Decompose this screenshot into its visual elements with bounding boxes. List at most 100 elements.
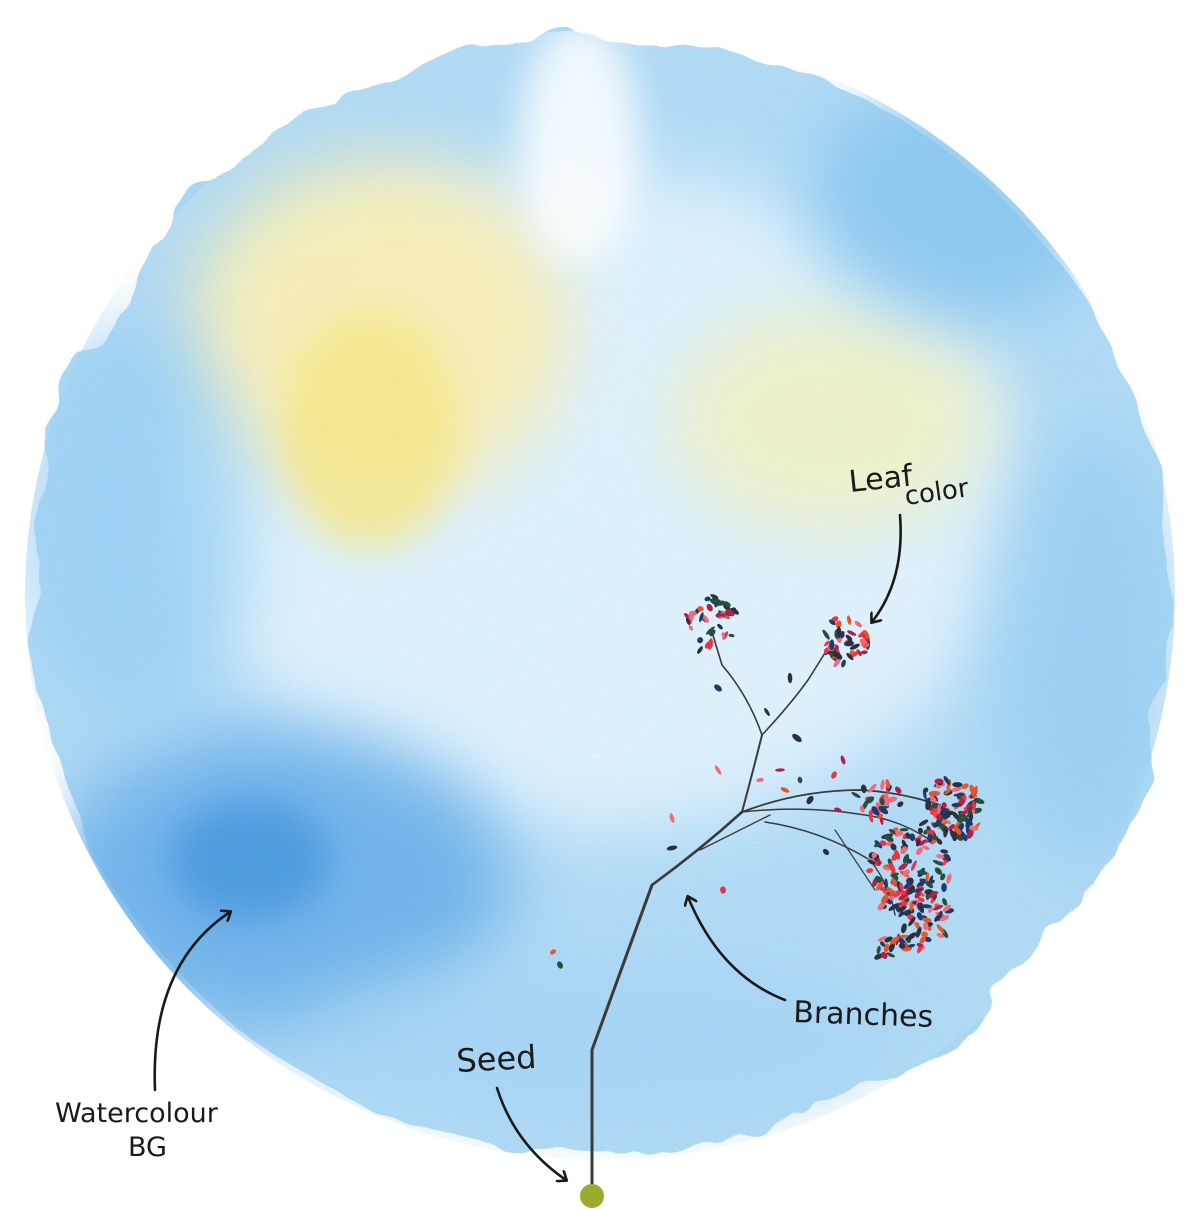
leaf [823,647,829,654]
watercolour-label-line2: BG [128,1132,167,1163]
leaf [704,596,711,602]
leaf [716,600,726,606]
leaf [764,708,770,716]
leaf [960,810,969,815]
seed-dot-icon [580,1184,604,1208]
leaf [919,936,927,944]
leaf [917,870,928,876]
leaf [902,854,910,864]
leaf [720,886,726,894]
leaf [715,613,726,617]
leaf [897,801,904,808]
leaf [915,847,923,856]
leaf [666,845,678,851]
leaf [901,910,909,916]
leaf [905,832,911,839]
leaf [829,639,835,651]
leaf [915,926,922,938]
branches-arrow-icon [688,897,787,1002]
leaf [861,631,867,640]
leaf [860,784,867,794]
leaf [917,897,925,902]
leaf [971,801,976,811]
leaf [922,917,932,923]
leaf [880,779,885,791]
leaf [928,906,933,913]
leaf [928,790,941,797]
leaf [717,623,723,630]
leaf [916,942,924,948]
leaf [941,802,947,809]
annotation-labels: Leaf color Branches Seed Watercolour BG [55,458,971,1163]
branches [590,631,941,1194]
leaf [942,904,952,912]
leaf [888,829,897,835]
leaf-color-arrow-icon [872,513,902,622]
leaf [723,601,731,608]
leaf [881,894,889,904]
tree [549,594,985,1208]
leaf [725,609,735,617]
leaf [888,942,895,953]
annotations [153,513,902,1180]
leaf [891,878,898,887]
leaf [882,866,890,871]
leaf [865,796,875,804]
leaf [834,807,842,813]
leaf [685,617,691,626]
leaf [953,793,965,797]
leaf [851,792,861,798]
leaf [914,891,921,899]
leaf [874,953,883,960]
leaf [898,863,908,871]
leaf [876,945,881,954]
leaf [859,805,865,813]
leaf [900,901,908,908]
leaf [948,824,955,831]
leaf [925,800,932,811]
leaf [934,915,940,922]
leaf [721,632,725,639]
leaf [898,942,906,949]
leaf [965,817,973,829]
leaf [836,626,842,639]
leaf [929,795,937,803]
leaf [930,890,939,895]
leaf [892,889,903,898]
leaf [907,943,916,948]
leaf [885,796,898,803]
leaf [922,790,927,800]
leaf [707,638,713,650]
leaf [886,952,895,958]
leaf [943,775,951,785]
leaf [921,931,928,938]
leaf [952,782,963,788]
leaf [705,626,715,635]
leaf [859,638,866,645]
leaf [936,932,945,939]
leaf [879,840,887,846]
leaf [549,949,557,955]
leaf [787,672,793,684]
leaf [688,613,694,621]
leaf [792,733,802,743]
leaf [920,904,933,909]
leaf [898,910,904,918]
leaf [866,868,874,874]
leaf [890,843,897,851]
leaf [940,873,946,881]
leaf [871,852,878,859]
leaf [916,838,921,847]
leaf [880,941,886,947]
leaf [932,904,944,911]
leaf [780,787,790,793]
leaf [878,805,889,815]
leaf [846,615,852,625]
leaf [918,839,927,846]
leaf [879,798,885,806]
leaf [714,684,722,692]
leaf [877,813,884,819]
leaf [840,755,846,765]
leaf [702,614,710,623]
leaf [951,786,963,792]
